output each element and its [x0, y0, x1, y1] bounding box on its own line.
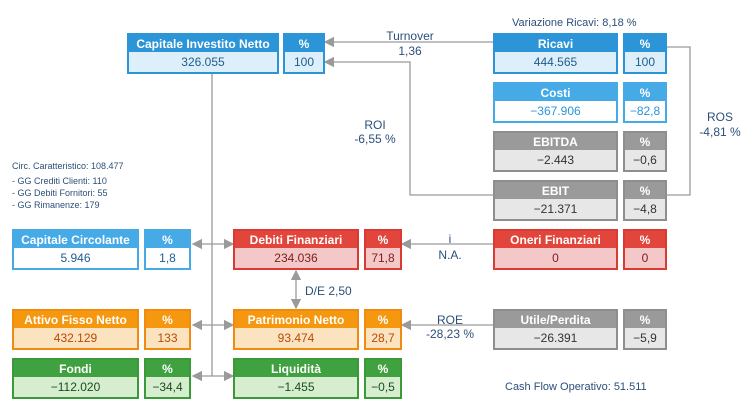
capitale-circolante-box: Capitale Circolante 5.946: [12, 229, 139, 270]
ros-label: ROS: [706, 110, 733, 124]
fondi-value: −112.020: [14, 377, 137, 397]
utile-perdita-pct-box: % −5,9: [623, 309, 667, 350]
pct-header: %: [625, 311, 665, 330]
ebit-pct: −4,8: [625, 199, 665, 219]
capitale-investito-box: Capitale Investito Netto 326.055: [127, 33, 279, 74]
pct-header: %: [625, 182, 665, 201]
pct-header: %: [625, 84, 665, 103]
ebitda-value: −2.443: [495, 150, 616, 170]
costi-pct: −82,8: [625, 101, 665, 121]
debiti-finanziari-label: Debiti Finanziari: [235, 231, 357, 250]
pct-header: %: [146, 231, 189, 250]
ebit-pct-box: % −4,8: [623, 180, 667, 221]
patrimonio-netto-box: Patrimonio Netto 93.474: [233, 309, 359, 350]
costi-label: Costi: [495, 84, 616, 103]
ebitda-pct-box: % −0,6: [623, 131, 667, 172]
ebitda-box: EBITDA −2.443: [493, 131, 618, 172]
oneri-finanziari-label: Oneri Finanziari: [495, 231, 616, 250]
liquidita-value: −1.455: [235, 377, 357, 397]
pct-header: %: [366, 360, 400, 379]
ros-value: -4,81 %: [699, 125, 741, 139]
attivo-fisso-pct: 133: [146, 328, 189, 348]
circ-title: Circ. Caratteristico: 108.477: [12, 161, 124, 171]
circ-line: - GG Debiti Fornitori: 55: [12, 188, 108, 198]
patrimonio-netto-pct: 28,7: [366, 328, 400, 348]
ebit-box: EBIT −21.371: [493, 180, 618, 221]
ebitda-pct: −0,6: [625, 150, 665, 170]
roi-value: -6,55 %: [354, 132, 396, 146]
pct-header: %: [366, 231, 400, 250]
attivo-fisso-pct-box: % 133: [144, 309, 191, 350]
circ-line: - GG Crediti Clienti: 110: [12, 176, 107, 186]
debiti-finanziari-pct-box: % 71,8: [364, 229, 402, 270]
utile-perdita-box: Utile/Perdita −26.391: [493, 309, 618, 350]
capitale-circolante-pct: 1,8: [146, 248, 189, 268]
de-ratio: D/E 2,50: [305, 284, 352, 298]
liquidita-pct: −0,5: [366, 377, 400, 397]
ebit-label: EBIT: [495, 182, 616, 201]
liquidita-label: Liquidità: [235, 360, 357, 379]
interest-value: N.A.: [438, 248, 462, 262]
interest-label: i: [448, 232, 452, 246]
liquidita-box: Liquidità −1.455: [233, 358, 359, 399]
oneri-finanziari-value: 0: [495, 248, 616, 268]
fondi-box: Fondi −112.020: [12, 358, 139, 399]
ricavi-value: 444.565: [495, 52, 616, 72]
utile-perdita-label: Utile/Perdita: [495, 311, 616, 330]
ricavi-pct-box: % 100: [623, 33, 667, 74]
fondi-label: Fondi: [14, 360, 137, 379]
variazione-ricavi: Variazione Ricavi: 8,18 %: [512, 17, 637, 29]
debiti-finanziari-value: 234.036: [235, 248, 357, 268]
roe-value: -28,23 %: [425, 327, 475, 341]
pct-header: %: [625, 133, 665, 152]
turnover-label: Turnover: [386, 29, 434, 43]
debiti-finanziari-box: Debiti Finanziari 234.036: [233, 229, 359, 270]
pct-header: %: [146, 360, 189, 379]
pct-header: %: [625, 35, 665, 54]
pct-header: %: [366, 311, 400, 330]
capitale-circolante-value: 5.946: [14, 248, 137, 268]
utile-perdita-pct: −5,9: [625, 328, 665, 348]
roe-label: ROE: [436, 313, 463, 327]
debiti-finanziari-pct: 71,8: [366, 248, 400, 268]
costi-box: Costi −367.906: [493, 82, 618, 123]
ricavi-label: Ricavi: [495, 35, 616, 54]
ricavi-pct: 100: [625, 52, 665, 72]
fondi-pct-box: % −34,4: [144, 358, 191, 399]
liquidita-pct-box: % −0,5: [364, 358, 402, 399]
pct-header: %: [285, 35, 323, 54]
capitale-circolante-pct-box: % 1,8: [144, 229, 191, 270]
attivo-fisso-box: Attivo Fisso Netto 432.129: [12, 309, 139, 350]
cash-flow-operativo: Cash Flow Operativo: 51.511: [505, 381, 647, 393]
roi-label: ROI: [364, 118, 386, 132]
ebit-value: −21.371: [495, 199, 616, 219]
patrimonio-netto-label: Patrimonio Netto: [235, 311, 357, 330]
patrimonio-netto-value: 93.474: [235, 328, 357, 348]
capitale-investito-pct-box: % 100: [283, 33, 325, 74]
ebitda-label: EBITDA: [495, 133, 616, 152]
attivo-fisso-value: 432.129: [14, 328, 137, 348]
attivo-fisso-label: Attivo Fisso Netto: [14, 311, 137, 330]
capitale-circolante-label: Capitale Circolante: [14, 231, 137, 250]
turnover-value: 1,36: [398, 44, 422, 58]
capitale-investito-pct: 100: [285, 52, 323, 72]
patrimonio-netto-pct-box: % 28,7: [364, 309, 402, 350]
oneri-finanziari-pct: 0: [625, 248, 665, 268]
costi-value: −367.906: [495, 101, 616, 121]
circ-line: - GG Rimanenze: 179: [12, 200, 100, 210]
pct-header: %: [625, 231, 665, 250]
roi-arrow: [323, 56, 493, 196]
capitale-investito-value: 326.055: [129, 52, 277, 72]
ricavi-box: Ricavi 444.565: [493, 33, 618, 74]
oneri-finanziari-pct-box: % 0: [623, 229, 667, 270]
costi-pct-box: % −82,8: [623, 82, 667, 123]
fondi-pct: −34,4: [146, 377, 189, 397]
pct-header: %: [146, 311, 189, 330]
ros-bracket: [667, 46, 691, 196]
capitale-investito-label: Capitale Investito Netto: [129, 35, 277, 54]
oneri-finanziari-box: Oneri Finanziari 0: [493, 229, 618, 270]
utile-perdita-value: −26.391: [495, 328, 616, 348]
